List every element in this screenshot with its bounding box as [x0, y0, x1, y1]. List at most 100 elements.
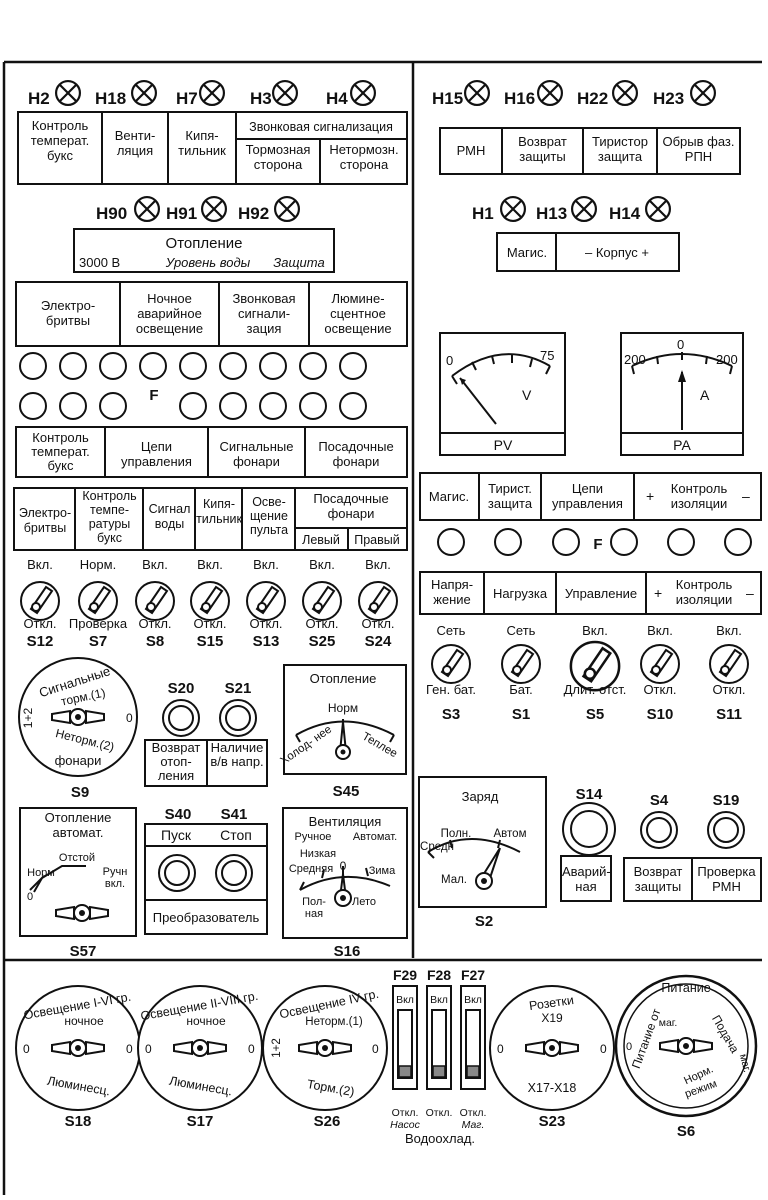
button-label-s20: S20: [168, 680, 195, 697]
label-tormoznaya: Тормозная сторона: [245, 142, 311, 172]
label-signal-fonari: Сигнальные фонари: [219, 439, 294, 469]
toggle-switch-icon[interactable]: [20, 581, 60, 621]
s16-title: Вентиляция: [309, 814, 382, 829]
switch-top-s1: Сеть: [507, 623, 536, 638]
meter-pv-max: 75: [540, 348, 554, 363]
push-button-icon[interactable]: [219, 699, 257, 737]
dial-s26[interactable]: Освещение IV гр. Неторм.(1) 1+2 0 Торм.(…: [262, 985, 388, 1111]
button-label-s40: S40: [165, 806, 192, 823]
switch-bottom-s3: Ген. бат.: [426, 682, 476, 697]
s2-avtom: Автом: [494, 828, 527, 840]
dial-s18[interactable]: Освещение I-VI гр. ночное 0 0 Люминесц.: [15, 985, 141, 1111]
s18-zero-r: 0: [126, 1042, 133, 1056]
switch-id-s15: S15: [197, 633, 224, 650]
s2-title: Заряд: [462, 789, 499, 804]
fuse-label-f-right: F: [593, 536, 602, 553]
dial-s9[interactable]: Сигнальные торм.(1) 1+2 Неторм.(2) фонар…: [18, 657, 138, 777]
push-button-icon[interactable]: [158, 854, 196, 892]
button-pusk[interactable]: Пуск: [161, 827, 192, 843]
dial-s23[interactable]: Розетки X19 0 0 X17-X18: [489, 985, 615, 1111]
switch-id-s5: S5: [586, 706, 604, 723]
label-vozvrat-zash-2: Возврат защиты: [633, 864, 683, 894]
s17-zero-r: 0: [248, 1042, 255, 1056]
dial-s6[interactable]: Питание Питание от Подача маг. маг. 0 Но…: [614, 974, 758, 1118]
meter-pa-label: PA: [673, 437, 691, 453]
s17-night: ночное: [186, 1014, 226, 1028]
switch-id-s12: S12: [27, 633, 54, 650]
f28-otkl: Откл.: [426, 1107, 453, 1119]
f29-otkl: Откл.: [392, 1107, 419, 1119]
lamp-label-h18: H18: [95, 89, 126, 108]
toggle-switch-icon[interactable]: [78, 581, 118, 621]
push-button-icon[interactable]: [640, 811, 678, 849]
s17-zero-l: 0: [145, 1042, 152, 1056]
toggle-switch-icon[interactable]: [431, 644, 471, 684]
s6-mag1: маг.: [659, 1017, 678, 1029]
label-napryazhenie: Напря- жение: [430, 577, 474, 607]
label-magis: Магис.: [507, 245, 547, 260]
push-button-icon[interactable]: [707, 811, 745, 849]
s23-x19: X19: [541, 1011, 563, 1025]
switch-id-s3: S3: [442, 706, 460, 723]
switch-top-s25: Вкл.: [309, 557, 335, 572]
label-kontrol-temp-3: Контроль темпе- ратуры букс: [82, 489, 137, 545]
toggle-switch-icon[interactable]: [246, 581, 286, 621]
dial-s45[interactable]: Отопление Норм Холод- нее Теплее: [278, 664, 407, 775]
toggle-switch-icon[interactable]: [640, 644, 680, 684]
toggle-switch-icon[interactable]: [302, 581, 342, 621]
s26-side: 1+2: [271, 1038, 283, 1058]
lamp-label-h3: H3: [250, 89, 272, 108]
toggle-switch-icon[interactable]: [190, 581, 230, 621]
switch-id-s17: S17: [187, 1113, 214, 1130]
label-cepi-upr: Цепи управления: [121, 439, 192, 469]
label-rmn: РМН: [456, 143, 486, 158]
switch-id-s25: S25: [309, 633, 336, 650]
label-posad-fonari: Посадочные фонари: [318, 439, 394, 469]
switch-top-s15: Вкл.: [197, 557, 223, 572]
dial-s16[interactable]: Вентиляция Ручное Автомат. Низкая Средня…: [282, 807, 408, 939]
indicator-lamp-icon: [537, 80, 563, 106]
push-button-icon[interactable]: [215, 854, 253, 892]
s57-otstoy: Отстой: [59, 852, 95, 864]
label-obryv: Обрыв фаз. РПН: [662, 134, 735, 164]
toggle-switch-icon[interactable]: [358, 581, 398, 621]
dial-s57[interactable]: Отопление автомат. Норм Отстой Ручн вкл.…: [19, 807, 137, 937]
s23-zero-l: 0: [497, 1042, 504, 1056]
dial-s2[interactable]: Заряд Полн. Средн Автом Мал.: [418, 776, 547, 908]
push-button-icon[interactable]: [162, 699, 200, 737]
dial-s17[interactable]: Освещение II-VIII гр. ночное 0 0 Люминес…: [137, 985, 263, 1111]
s23-zero-r: 0: [600, 1042, 607, 1056]
s57-norm: Норм: [27, 867, 55, 879]
s45-title: Отопление: [310, 671, 377, 686]
lamp-label-h14: H14: [609, 204, 641, 223]
toggle-switch-icon[interactable]: [501, 644, 541, 684]
label-kontrol-temp-2: Контроль температ. букс: [31, 431, 90, 473]
fuse-group-left: [19, 352, 367, 420]
f28-vkl: Вкл: [430, 994, 448, 1006]
label-nochnoe-avar: Ночное аварийное освещение: [135, 291, 204, 336]
switch-id-s24: S24: [365, 633, 392, 650]
lamp-label-h91: H91: [166, 204, 197, 223]
label-tiristor: Тиристор защита: [592, 134, 648, 164]
switch-id-s13: S13: [253, 633, 280, 650]
label-vozvrat-otop: Возврат отоп- ления: [151, 741, 201, 783]
toggle-switch-icon[interactable]: [709, 644, 749, 684]
switch-id-s1: S1: [512, 706, 530, 723]
lamp-label-h92: H92: [238, 204, 269, 223]
lamp-label-h7: H7: [176, 89, 198, 108]
toggle-switch-icon[interactable]: [135, 581, 175, 621]
meter-pa-right: 200: [716, 352, 738, 367]
switch-top-s5: Вкл.: [582, 623, 608, 638]
f29-vkl: Вкл: [396, 994, 414, 1006]
meter-pa-left: 200: [624, 352, 646, 367]
switch-bottom-s25: Откл.: [305, 616, 338, 631]
meter-pa: 200 0 200 A PA: [620, 332, 744, 456]
button-stop[interactable]: Стоп: [220, 827, 252, 843]
switch-bottom-s5: Длит. отст.: [564, 682, 627, 697]
switch-bottom-s7: Проверка: [69, 616, 128, 631]
button-label-s19: S19: [713, 792, 740, 809]
indicator-lamp-icon: [134, 196, 160, 222]
indicator-lamp-icon: [272, 80, 298, 106]
s23-bottom: X17-X18: [528, 1081, 577, 1095]
s26-zero: 0: [372, 1042, 379, 1056]
